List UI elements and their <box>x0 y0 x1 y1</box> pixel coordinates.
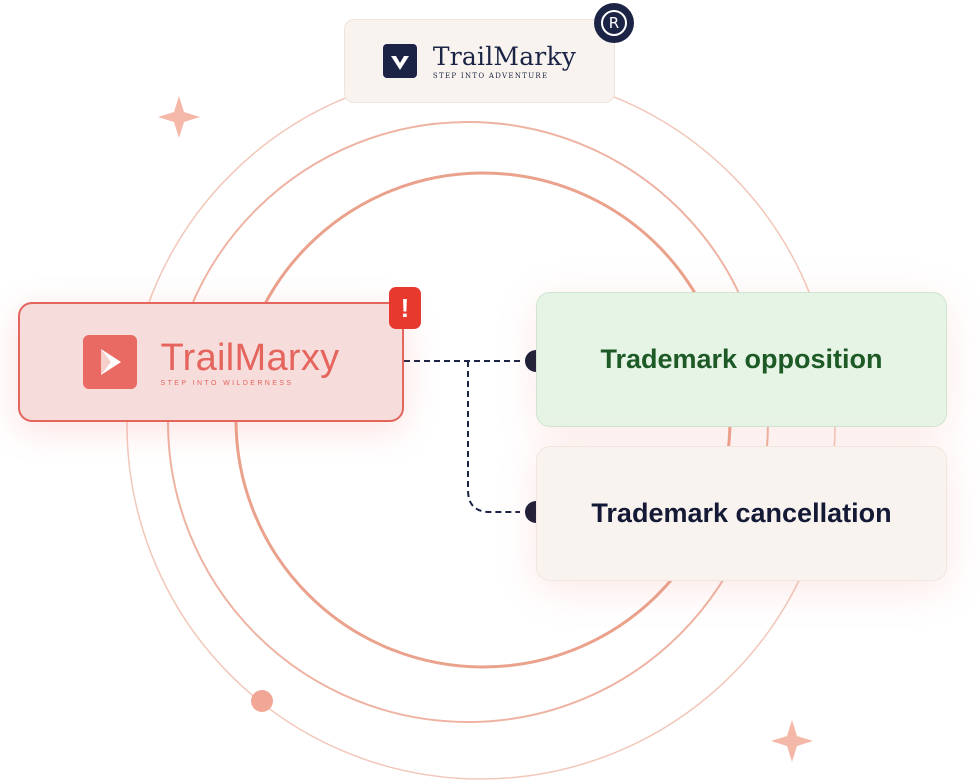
trademark-cancellation-label: Trademark cancellation <box>591 498 892 528</box>
orbit-dot <box>251 690 273 712</box>
registered-trademark-card: TrailMarky STEP INTO ADVENTURE <box>344 19 615 103</box>
registered-badge: R <box>594 3 634 43</box>
infringing-brand-tagline: STEP INTO WILDERNESS <box>160 379 294 387</box>
trademark-opposition-card: Trademark opposition <box>536 292 947 427</box>
triangle-logo-icon <box>382 44 417 78</box>
registered-symbol-icon: R <box>601 10 627 36</box>
sparkle-icon <box>771 720 813 762</box>
connector-cancellation <box>467 361 520 513</box>
registered-brand-name: TrailMarky <box>432 41 577 71</box>
registered-brand-tagline: STEP INTO ADVENTURE <box>432 71 549 80</box>
registered-brand: TrailMarky STEP INTO ADVENTURE <box>432 41 577 80</box>
infringing-trademark-card: TrailMarxy STEP INTO WILDERNESS <box>18 302 404 422</box>
infringing-brand-name: TrailMarxy <box>160 336 340 379</box>
alert-icon: ! <box>389 287 421 329</box>
play-arrow-logo-icon <box>82 335 137 389</box>
trademark-cancellation-card: Trademark cancellation <box>536 446 947 581</box>
sparkle-icon <box>158 96 200 138</box>
infringing-brand: TrailMarxy STEP INTO WILDERNESS <box>161 338 340 387</box>
trademark-opposition-label: Trademark opposition <box>600 344 883 374</box>
